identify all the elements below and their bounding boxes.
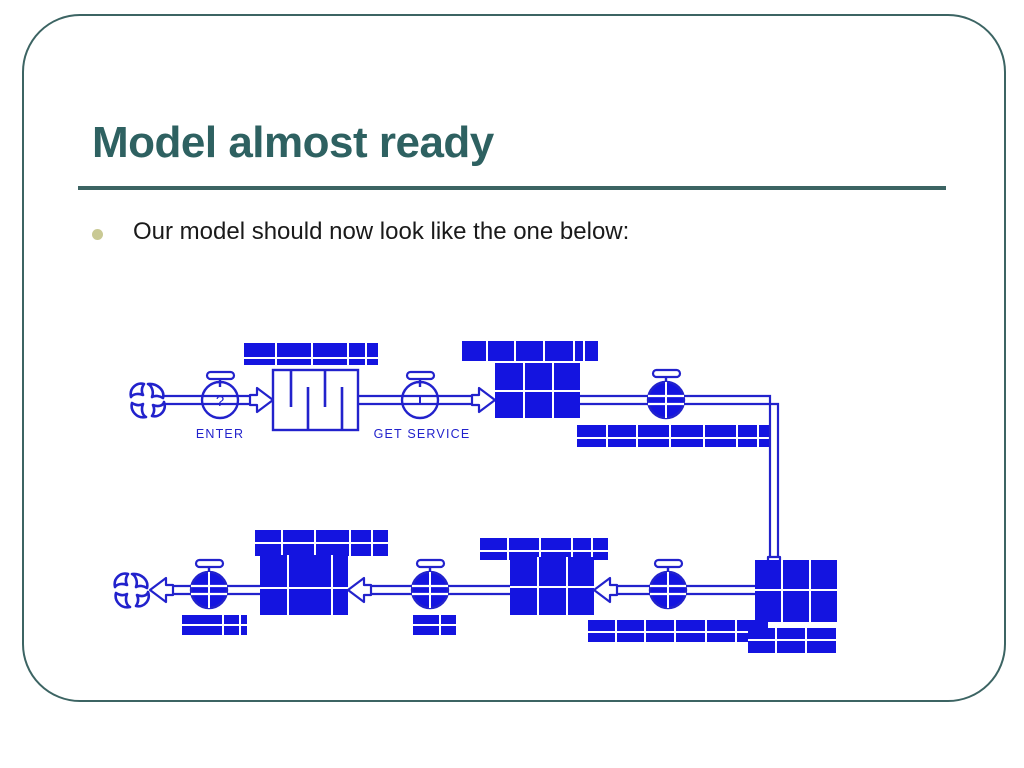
redacted-label-bottom-valve2 bbox=[413, 615, 456, 635]
redacted-label-top-block bbox=[462, 341, 598, 361]
bullet-list: Our model should now look like the one b… bbox=[92, 218, 912, 247]
valve-bottom-1-icon[interactable] bbox=[189, 558, 229, 610]
connector-mid-to-valve1 bbox=[227, 584, 262, 596]
queue-box-top bbox=[271, 368, 360, 432]
page-title: Model almost ready bbox=[92, 118, 494, 167]
redacted-label-top-queue bbox=[244, 343, 378, 365]
connector-valve2-to-mid bbox=[346, 576, 414, 604]
connector-store-to-valve2 bbox=[448, 584, 512, 596]
source-pinwheel-icon bbox=[129, 382, 167, 419]
valve-bottom-3-icon[interactable] bbox=[648, 558, 688, 610]
redacted-block-top-server bbox=[495, 363, 580, 418]
connector-enter-to-queue bbox=[238, 386, 275, 414]
bullet-dot-icon bbox=[92, 229, 103, 240]
redacted-label-bottom-queue bbox=[255, 530, 388, 556]
connector-right-vertical-down bbox=[684, 394, 790, 585]
redacted-label-top-right bbox=[577, 425, 770, 447]
sink-pinwheel-icon bbox=[113, 572, 151, 609]
label-get-service: GET SERVICE bbox=[374, 427, 471, 441]
valve-bottom-2-icon[interactable] bbox=[410, 558, 450, 610]
connector-valve3-to-store bbox=[592, 576, 652, 604]
redacted-label-bottom-right bbox=[748, 628, 836, 653]
svg-text:?: ? bbox=[216, 393, 224, 410]
connector-queue-to-service bbox=[358, 394, 403, 406]
valve-top-right-icon[interactable] bbox=[646, 368, 686, 420]
redacted-label-bottom-mid bbox=[480, 538, 608, 560]
redacted-block-bottom-store bbox=[510, 557, 594, 615]
title-underline-rule bbox=[78, 186, 946, 190]
redacted-block-bottom-sink bbox=[755, 560, 837, 622]
connector-source-to-enter bbox=[164, 394, 202, 406]
connector-block-to-valve-right bbox=[580, 394, 650, 406]
redacted-label-bottom-valve1 bbox=[182, 615, 247, 635]
connector-sink-to-valve3 bbox=[686, 584, 758, 596]
redacted-label-bottom-long bbox=[588, 620, 768, 642]
valve-enter-icon[interactable]: ? bbox=[200, 370, 240, 420]
slide-border-frame bbox=[22, 14, 1006, 702]
redacted-block-bottom-mid bbox=[260, 555, 348, 615]
connector-valve1-to-sink bbox=[148, 576, 194, 604]
connector-service-to-block bbox=[438, 386, 497, 414]
valve-get-service-icon[interactable] bbox=[400, 370, 440, 420]
bullet-item-text: Our model should now look like the one b… bbox=[133, 218, 630, 245]
simulation-process-flow-diagram: ? ENTER bbox=[110, 325, 870, 670]
label-enter: ENTER bbox=[196, 427, 244, 441]
